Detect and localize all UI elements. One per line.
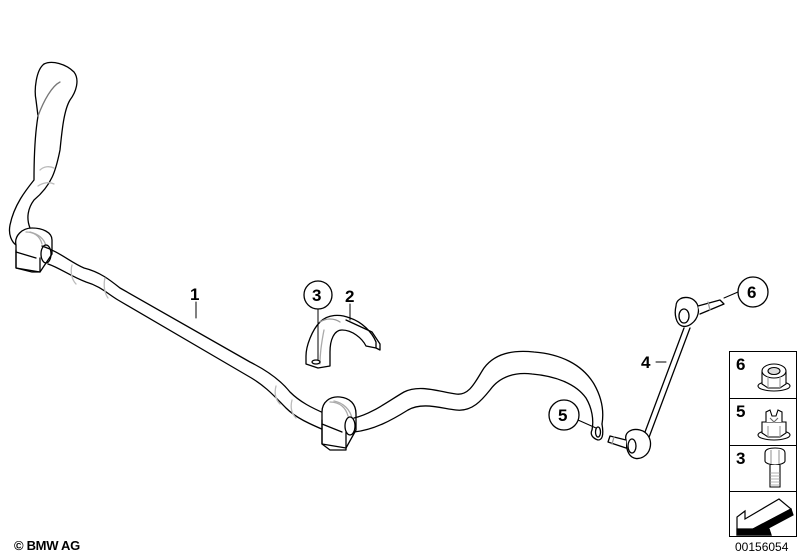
copyright-text: © BMW AG [14,538,80,553]
stabilizer-bar-right-curve [353,350,604,441]
legend-item-direction-arrow [730,492,796,538]
self-locking-flange-nut-icon [757,409,791,441]
callout-1: 1 [190,285,199,304]
bushing-bracket [305,314,381,369]
parts-legend: 6 5 3 [729,351,797,537]
leader-lines [195,291,739,429]
callout-6: 6 [747,283,756,302]
callout-2: 2 [345,287,354,306]
callout-circle-5 [548,399,580,431]
link-rod [607,296,725,460]
legend-item-locking-nut: 5 [730,399,796,446]
diagram-number: 00156054 [735,540,789,554]
stabilizer-bar-main [41,245,327,431]
callout-3: 3 [312,286,321,305]
callout-circle-6 [737,276,769,308]
legend-label: 3 [736,449,746,468]
legend-item-flange-nut: 6 [730,352,796,399]
legend-label: 5 [736,402,746,421]
bushing-left [15,227,53,273]
callout-circle-3 [303,280,333,310]
legend-item-hex-bolt: 3 [730,446,796,492]
direction-arrow-icon [736,498,794,536]
flange-nut-icon [757,363,791,392]
stabilizer-bar-left-arm [8,61,78,246]
legend-label: 6 [736,355,746,374]
hex-bolt-icon [764,447,786,488]
bushing-center [321,396,357,451]
callout-4: 4 [641,353,651,372]
callout-5: 5 [558,406,567,425]
